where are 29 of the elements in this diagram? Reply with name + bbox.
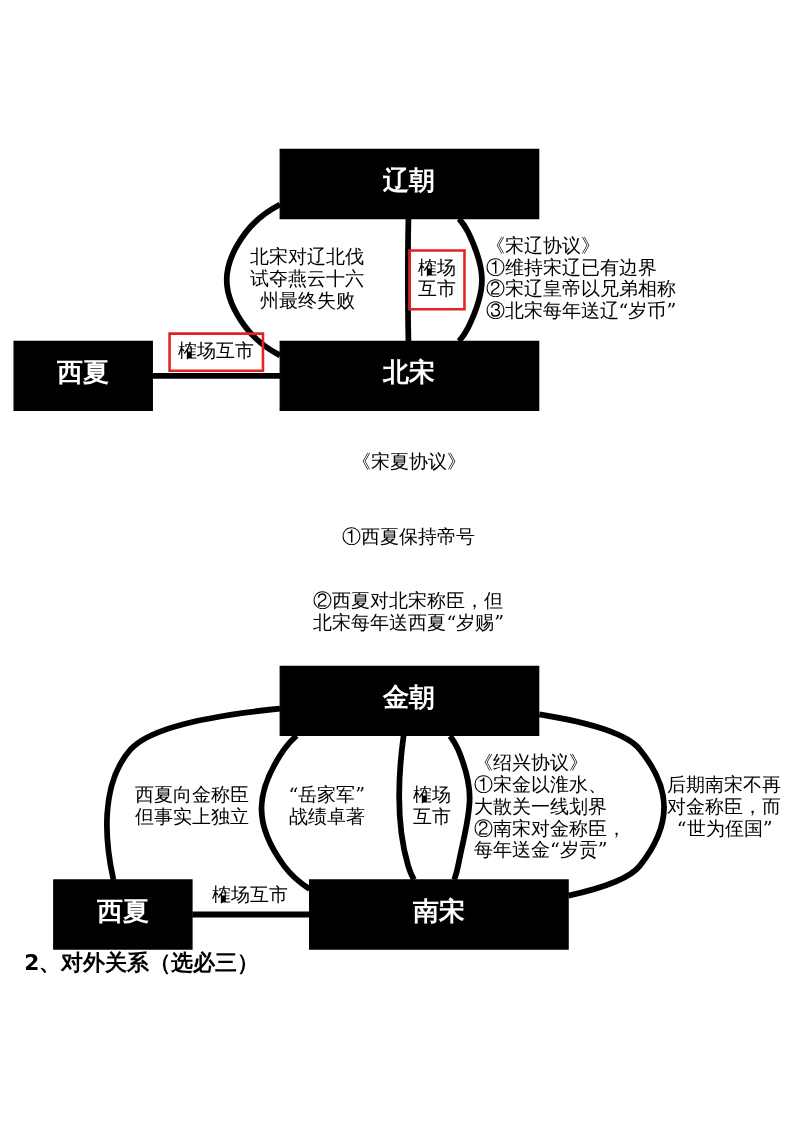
node-box: 北宋 (279, 340, 539, 411)
edge-label: 北宋对辽北伐试夺燕云十六州最终失败 (249, 244, 364, 312)
edge-label: 《绍兴协议》 ①宋金以淮水、大散关一线划界 ②南宋对金称臣，每年送金“岁贡” (473, 750, 626, 861)
connector (103, 705, 280, 880)
node-box: 南宋 (308, 878, 569, 950)
edge-label: 榷场互市 (211, 882, 288, 906)
node-box: 西夏 (52, 878, 193, 950)
connector (395, 734, 416, 881)
connector (538, 711, 667, 898)
edge-label: 《宋辽协议》 ①维持宋辽已有边界 ②宋辽皇帝以兄弟相称 ③北宋每年送辽“岁币” (485, 233, 676, 322)
edge-label: 榷场互市 (417, 255, 456, 300)
node-box: 金朝 (279, 665, 539, 736)
connector (456, 216, 485, 343)
edge-label: “岳家军”战绩卓著 (288, 782, 365, 828)
edge-label: 榷场互市 (177, 338, 254, 362)
connector (447, 733, 472, 880)
edge-label: 后期南宋不再对金称臣，而“世为侄国” (666, 772, 781, 840)
node-box: 辽朝 (279, 148, 539, 219)
connector (223, 201, 281, 358)
caption: 2、对外关系（选必三） (23, 949, 259, 975)
label: ②西夏对北宋称臣，但北宋每年送西夏“岁赐” (313, 588, 504, 634)
connector (404, 218, 411, 341)
connector (191, 911, 309, 917)
edge-label: 西夏向金称臣但事实上独立 (134, 782, 249, 828)
connector (151, 372, 280, 379)
node-box: 西夏 (12, 340, 153, 411)
label: 《宋夏协议》 (351, 449, 466, 473)
edge-label: 榷场互市 (412, 782, 451, 828)
label: ①西夏保持帝号 (341, 524, 475, 548)
